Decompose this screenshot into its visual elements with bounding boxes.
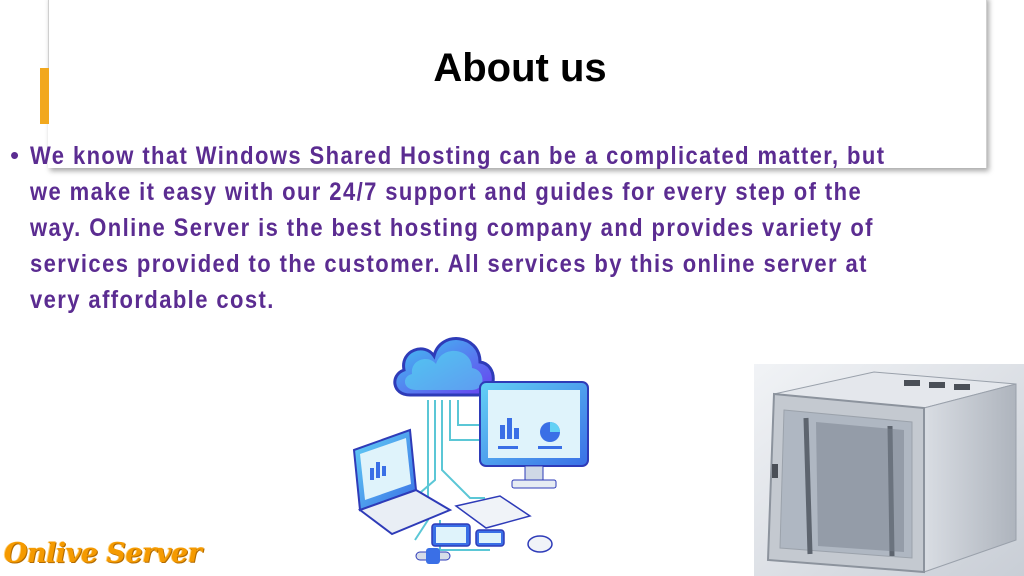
smartwatch-icon xyxy=(415,548,451,564)
bullet-text: We know that Windows Shared Hosting can … xyxy=(30,142,886,314)
bullet-marker: • xyxy=(10,140,20,170)
cloud-devices-illustration xyxy=(352,337,589,564)
keyboard-icon xyxy=(454,495,532,529)
accent-bar xyxy=(40,68,49,124)
onlive-server-logo: Onlive Server xyxy=(4,538,202,569)
title-card xyxy=(48,0,987,168)
laptop-icon xyxy=(352,428,453,536)
bullet-list: • We know that Windows Shared Hosting ca… xyxy=(10,138,910,318)
cloud-icon xyxy=(393,337,495,397)
server-cabinet-icon xyxy=(754,364,1024,576)
slide-title: About us xyxy=(433,46,607,90)
monitor-icon xyxy=(479,381,589,489)
tablet-icon xyxy=(431,523,471,547)
smartphone-icon xyxy=(475,529,505,547)
mouse-icon xyxy=(527,535,553,553)
